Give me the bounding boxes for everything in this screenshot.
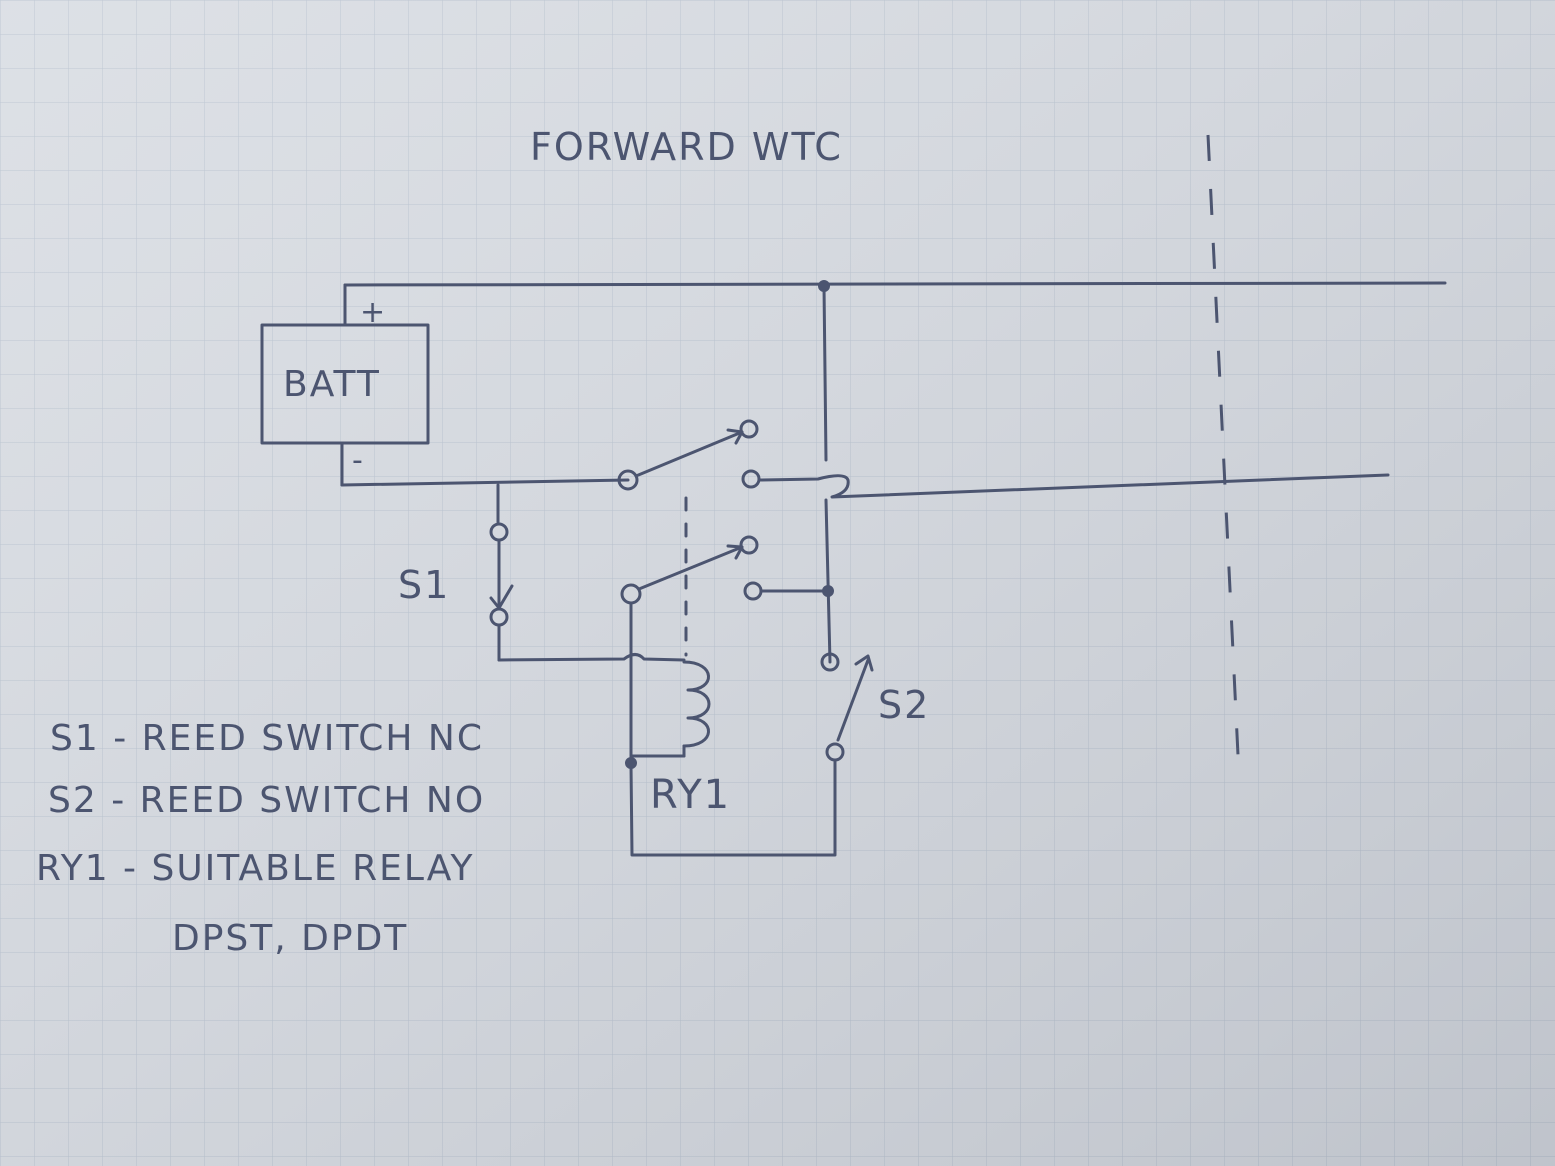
- junction-dots: [625, 280, 834, 769]
- return-loop-wire: [629, 760, 837, 857]
- s2-top-contact: [820, 652, 840, 672]
- battery-label: BATT: [283, 364, 381, 405]
- s1-label: S1: [398, 563, 450, 607]
- relay-pole1-arm: [634, 430, 744, 478]
- component-legend: S1 - REED SWITCH NC S2 - REED SWITCH NO …: [36, 718, 485, 959]
- relay-output-rail-wire: [758, 473, 1390, 499]
- legend-line-4: DPST, DPDT: [172, 918, 408, 959]
- battery-negative-label: -: [352, 443, 365, 478]
- relay-pole1-common-contact: [617, 469, 639, 491]
- relay-label: RY1: [650, 772, 731, 818]
- junction-coil-bottom: [625, 757, 637, 769]
- legend-line-2: S2 - REED SWITCH NO: [48, 780, 485, 821]
- positive-rail-wire: [343, 281, 1447, 287]
- negative-rail-wire-left: [340, 478, 630, 487]
- relay-pole2-nc-contact: [739, 535, 759, 555]
- legend-line-1: S1 - REED SWITCH NC: [50, 718, 484, 759]
- relay-pole1-no-contact: [741, 469, 761, 489]
- positive-trunk-wire: [822, 284, 832, 664]
- relay-coil-winding: [682, 660, 711, 748]
- legend-line-3: RY1 - SUITABLE RELAY: [36, 848, 475, 889]
- s2-switch-blade: [836, 658, 870, 742]
- relay-pole2-arm: [637, 545, 744, 591]
- s2-blade-tip: [854, 654, 874, 672]
- junction-positive-trunk: [818, 280, 830, 292]
- circuit-wiring: [260, 281, 1447, 857]
- s2-label: S2: [878, 683, 930, 727]
- s2-bottom-contact: [825, 742, 845, 762]
- s1-coil-feed-wire: [497, 653, 686, 662]
- diagram-title: FORWARD WTC: [530, 125, 843, 169]
- relay-pole1-nc-contact: [739, 419, 759, 439]
- battery-positive-label: +: [360, 295, 387, 330]
- junction-pole2-trunk: [822, 585, 834, 597]
